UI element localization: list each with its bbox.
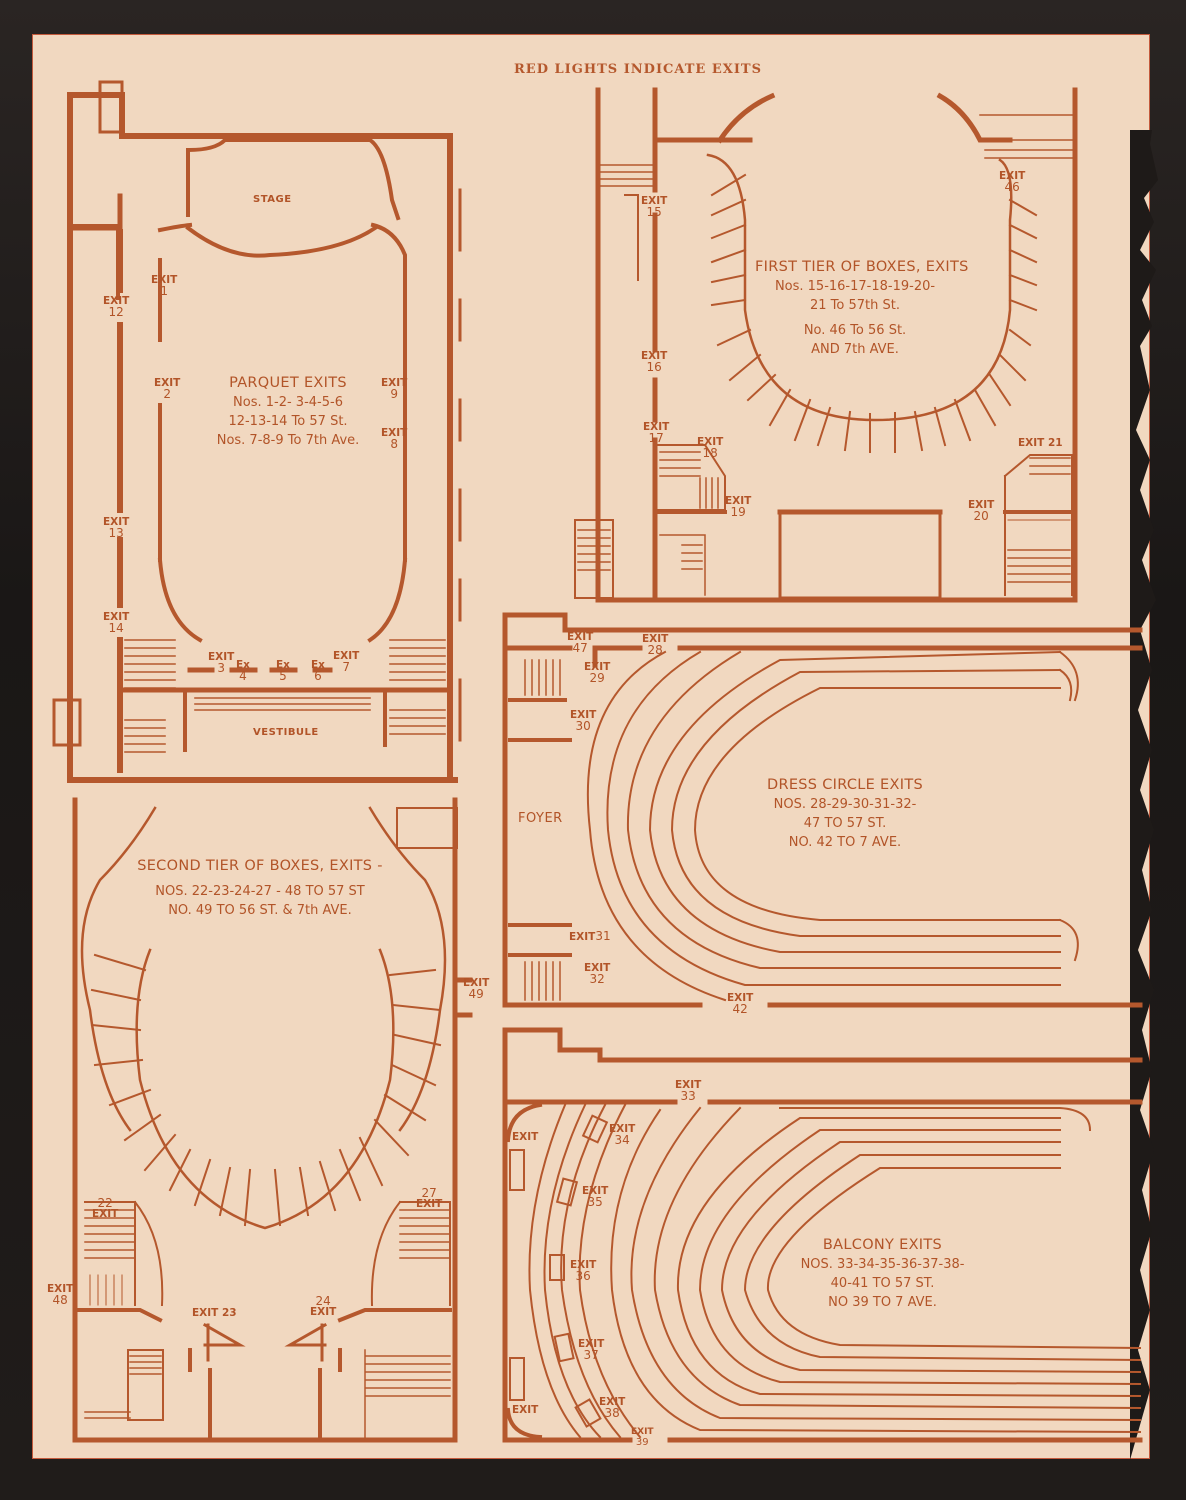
second-tier-notice-line-2: NO. 49 TO 56 ST. & 7th AVE. [168, 903, 352, 918]
page-heading: RED LIGHTS INDICATE EXITS [514, 62, 762, 77]
exit-upper-left-label: EXIT [512, 1131, 539, 1143]
dress-circle-plan [502, 612, 1143, 1008]
parquet-notice-line-2: 12-13-14 To 57 St. [228, 414, 348, 429]
parquet-exits-notice: PARQUET EXITS Nos. 1-2- 3-4-5-6 12-13-14… [178, 374, 398, 450]
parquet-notice-line-3: Nos. 7-8-9 To 7th Ave. [216, 433, 360, 448]
balcony-plan [502, 1027, 1143, 1443]
dress-circle-notice-title: DRESS CIRCLE EXITS [767, 777, 923, 793]
vestibule-label: VESTIBULE [253, 727, 319, 738]
parquet-plan [52, 80, 462, 783]
dress-circle-notice-line-2: 47 TO 57 ST. [803, 816, 887, 831]
parquet-notice-line-1: Nos. 1-2- 3-4-5-6 [233, 395, 343, 410]
first-tier-exits-notice: FIRST TIER OF BOXES, EXITS Nos. 15-16-17… [755, 258, 969, 359]
second-tier-exits-notice: SECOND TIER OF BOXES, EXITS - NOS. 22-23… [130, 857, 390, 920]
foyer-label: FOYER [518, 811, 563, 826]
balcony-notice-line-1: NOS. 33-34-35-36-37-38- [800, 1257, 965, 1272]
exit-23-label: EXIT 23 [192, 1307, 237, 1319]
program-page [32, 34, 1150, 1459]
second-tier-notice-line-1: NOS. 22-23-24-27 - 48 TO 57 ST [155, 884, 365, 899]
dress-circle-exits-notice: DRESS CIRCLE EXITS NOS. 28-29-30-31-32- … [745, 776, 945, 852]
balcony-notice-line-2: 40-41 TO 57 ST. [830, 1276, 935, 1291]
first-tier-notice-line-1: Nos. 15-16-17-18-19-20- [774, 279, 936, 294]
first-tier-notice-line-3: No. 46 To 56 St. [803, 323, 907, 338]
balcony-notice-title: BALCONY EXITS [822, 1237, 943, 1253]
parquet-notice-title: PARQUET EXITS [229, 375, 347, 391]
balcony-notice-line-3: NO 39 TO 7 AVE. [828, 1295, 937, 1310]
first-tier-notice-title: FIRST TIER OF BOXES, EXITS [755, 259, 969, 275]
dress-circle-notice-line-3: NO. 42 TO 7 AVE. [788, 835, 902, 850]
exit-31-label: EXIT31 [569, 929, 611, 943]
second-tier-plan [72, 797, 473, 1443]
second-tier-notice-title: SECOND TIER OF BOXES, EXITS - [137, 858, 383, 874]
dress-circle-notice-line-1: NOS. 28-29-30-31-32- [773, 797, 917, 812]
first-tier-notice-line-2: 21 To 57th St. [810, 298, 900, 313]
exit-lower-left-label: EXIT [512, 1404, 539, 1416]
first-tier-plan [574, 87, 1078, 603]
first-tier-notice-line-4: AND 7th AVE. [811, 342, 899, 357]
torn-page-edge [1130, 130, 1158, 1460]
balcony-exits-notice: BALCONY EXITS NOS. 33-34-35-36-37-38- 40… [750, 1236, 1015, 1312]
exit-21-label: EXIT 21 [1018, 437, 1063, 449]
stage-label: STAGE [253, 194, 292, 205]
